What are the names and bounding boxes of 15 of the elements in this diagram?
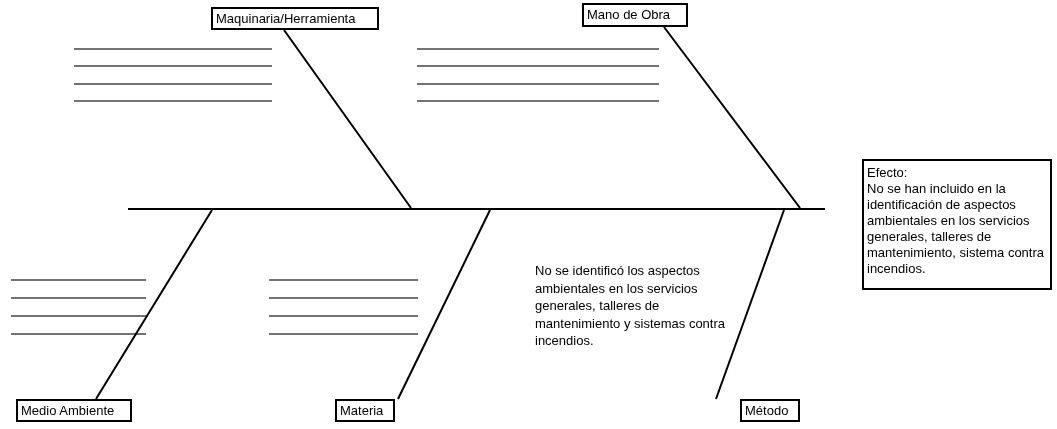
category-box: Materia (335, 399, 395, 422)
spine-line (128, 208, 825, 210)
effect-text: No se han incluido en la identificación de aspectos ambientales en los servicios generales, talleres de mantenimiento, sistema contra incendios. (867, 181, 1046, 277)
effect-heading: Efecto: (867, 165, 909, 181)
bone-line (283, 29, 412, 209)
bone-line (95, 209, 213, 400)
note-text: No se identificó los aspectos ambientales en los servicios generales, talleres de mantenimiento y sistemas contra incendios. (535, 262, 727, 350)
category-box: Mano de Obra (582, 3, 688, 27)
bone-line (715, 209, 785, 400)
category-box: Método (740, 399, 800, 422)
bone-line (397, 209, 491, 400)
category-box: Medio Ambiente (16, 399, 132, 422)
effect-box (862, 159, 1052, 290)
category-box: Maquinaria/Herramienta (211, 7, 379, 30)
bone-line (663, 26, 801, 209)
